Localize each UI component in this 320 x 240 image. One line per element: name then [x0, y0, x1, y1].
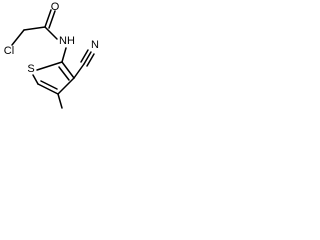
bond-carbonyl-nitrogen	[44, 26, 58, 40]
bond-c4-c5-inner	[40, 80, 58, 90]
bond-c5-sulfur	[32, 74, 39, 85]
bond-c2-c3-inner	[58, 66, 70, 81]
bond-nitrile-1	[83, 51, 92, 65]
chlorine-atom-label: Cl	[4, 45, 14, 57]
bond-cl-ch2	[11, 29, 25, 46]
bond-carbonyl-oxygen-2	[48, 10, 56, 29]
nitrile-nitrogen-label: N	[91, 39, 99, 51]
bond-c2-sulfur	[36, 61, 63, 71]
bond-c3-nitrile-carbon	[73, 63, 85, 79]
bond-nitrile-3	[86, 53, 95, 67]
atom-labels: Cl O NH S N	[4, 1, 99, 75]
chemical-structure-diagram: Cl O NH S N	[4, 1, 99, 109]
bond-c4-methyl	[57, 93, 63, 109]
bond-carbonyl-oxygen-1	[44, 9, 52, 28]
oxygen-atom-label: O	[51, 1, 60, 13]
amide-nitrogen-label: NH	[59, 35, 75, 47]
bond-ch2-carbonyl	[23, 26, 46, 31]
bond-c3-c4	[57, 77, 75, 95]
bond-nitrile-2	[80, 49, 89, 63]
sulfur-atom-label: S	[27, 63, 34, 75]
bonds	[11, 9, 95, 109]
bond-nitrogen-c2	[61, 47, 67, 63]
bond-c4-c5	[37, 83, 59, 95]
bond-c2-c3	[61, 61, 75, 79]
